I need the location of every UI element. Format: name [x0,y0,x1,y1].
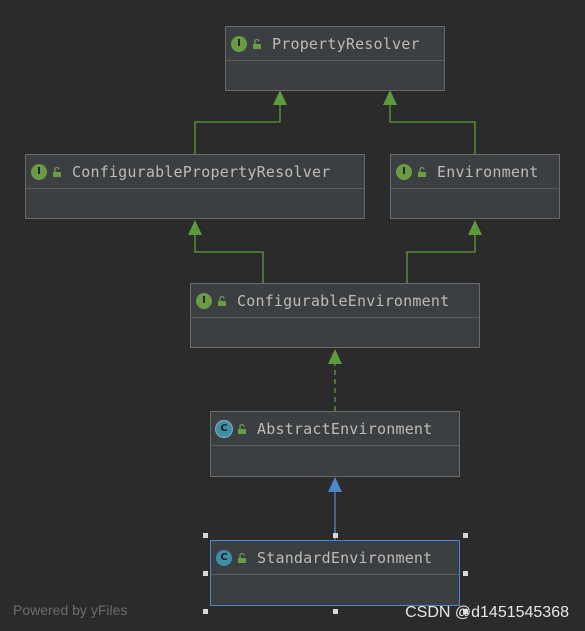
node-abstract-environment[interactable]: C AbstractEnvironment [210,411,460,477]
node-header: C AbstractEnvironment [211,412,459,446]
node-header: C StandardEnvironment [211,541,459,575]
node-header: I ConfigurablePropertyResolver [26,155,364,189]
powered-by-label: Powered by yFiles [13,602,128,618]
edge-configurable-environment-to-environment [406,220,482,283]
node-header: I Environment [391,155,559,189]
selection-handle[interactable] [463,609,468,614]
node-name: PropertyResolver [272,34,420,53]
selection-handle[interactable] [333,609,338,614]
unlock-icon [253,38,261,49]
edge-standard-environment-to-abstract-environment [328,477,342,540]
interface-icon: I [396,163,412,180]
selection-handle[interactable] [203,609,208,614]
selection-handle[interactable] [203,533,208,538]
selection-handle[interactable] [333,533,338,538]
node-standard-environment[interactable]: C StandardEnvironment [210,540,460,606]
interface-icon: I [31,163,47,180]
node-name: StandardEnvironment [257,548,433,567]
edge-abstract-environment-to-configurable-environment [328,349,342,411]
unlock-icon [218,295,226,306]
csdn-watermark: CSDN @d1451545368 [405,604,569,621]
unlock-icon [238,423,246,434]
node-property-resolver[interactable]: I PropertyResolver [225,26,445,91]
node-header: I ConfigurableEnvironment [191,284,479,318]
unlock-icon [238,552,246,563]
interface-icon: I [231,35,247,52]
edge-configurable-property-resolver-to-property-resolver [194,90,287,154]
node-header: I PropertyResolver [226,27,444,61]
selection-handle[interactable] [203,571,208,576]
node-environment[interactable]: I Environment [390,154,560,219]
selection-handle[interactable] [463,571,468,576]
node-name: AbstractEnvironment [257,419,433,438]
unlock-icon [418,166,426,177]
unlock-icon [53,166,61,177]
interface-icon: I [196,292,212,309]
edge-configurable-environment-to-configurable-property-resolver [188,220,264,283]
node-name: ConfigurableEnvironment [237,291,450,310]
node-name: ConfigurablePropertyResolver [72,162,331,181]
abstract-class-icon: C [216,420,232,437]
edge-environment-to-property-resolver [383,90,476,154]
node-configurable-environment[interactable]: I ConfigurableEnvironment [190,283,480,348]
class-icon: C [216,549,232,566]
node-configurable-property-resolver[interactable]: I ConfigurablePropertyResolver [25,154,365,219]
node-name: Environment [437,162,539,181]
selection-handle[interactable] [463,533,468,538]
